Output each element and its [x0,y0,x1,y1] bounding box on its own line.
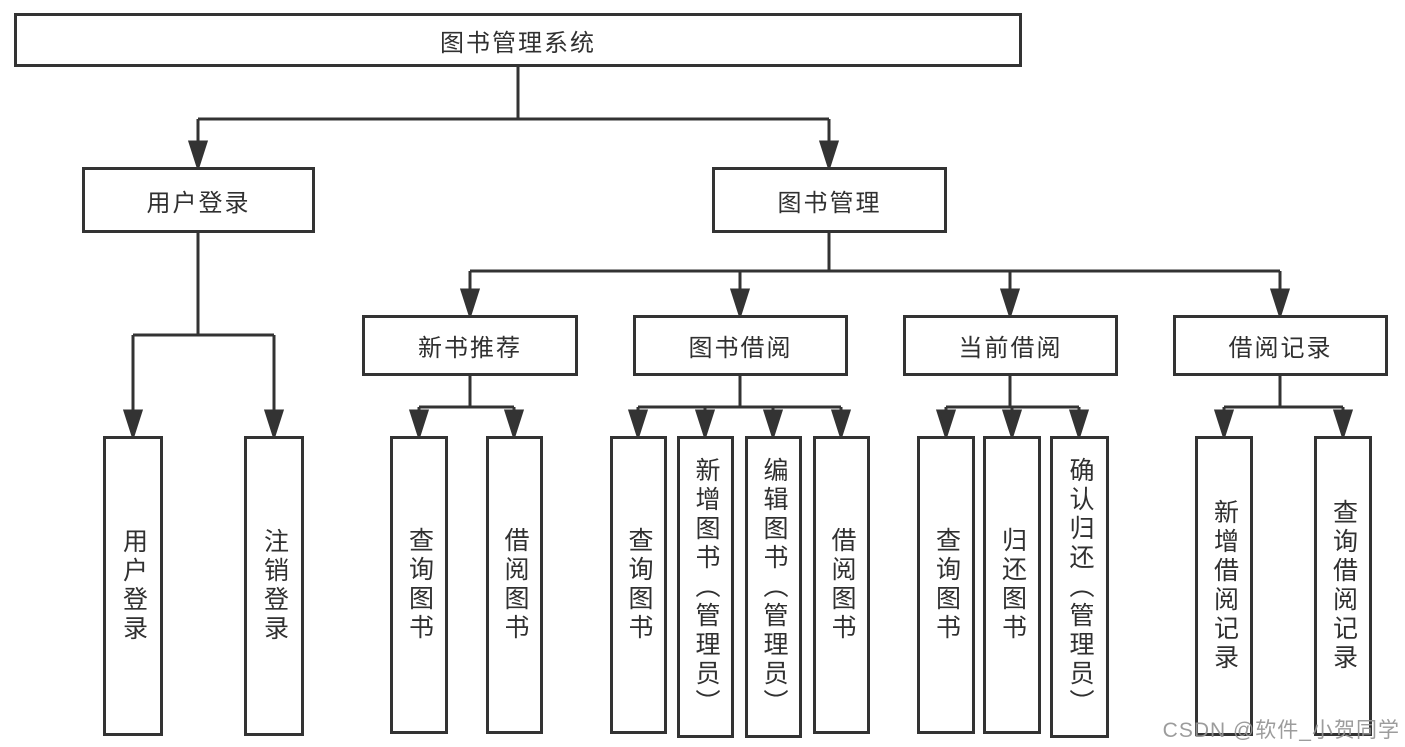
leaf-newbook-query-books: 查询图书 [390,436,448,734]
leaf-newbook-borrow-books: 借阅图书 [486,436,543,734]
connector-root-to-level2 [187,67,840,172]
csdn-watermark: CSDN @软件_小贺同学 [1162,719,1400,742]
leaf-borrowing-query-books: 查询图书 [610,436,667,734]
leaf-user-login: 用户登录 [103,436,163,736]
node-borrowing-records: 借阅记录 [1173,315,1388,376]
leaf-current-query-books: 查询图书 [917,436,975,734]
node-current-borrowing: 当前借阅 [903,315,1118,376]
leaf-borrowing-borrow-books: 借阅图书 [813,436,870,734]
leaf-records-query-record: 查询借阅记录 [1314,436,1372,736]
connector-book-management-to-sections [459,233,1291,320]
leaf-borrowing-add-books-admin: 新增图书（管理员） [677,436,734,738]
leaf-records-add-record: 新增借阅记录 [1195,436,1253,736]
node-new-book-recommendation: 新书推荐 [362,315,578,376]
connector-new-book-to-leaves [408,376,525,441]
node-library-management-system: 图书管理系统 [14,13,1022,67]
leaf-current-confirm-return-admin: 确认归还（管理员） [1050,436,1109,738]
connector-current-borrowing-to-leaves [935,376,1090,441]
connector-borrowing-records-to-leaves [1213,376,1354,441]
connector-book-borrowing-to-leaves [627,376,852,441]
node-book-borrowing: 图书借阅 [633,315,848,376]
leaf-borrowing-edit-books-admin: 编辑图书（管理员） [745,436,802,738]
leaf-current-return-books: 归还图书 [983,436,1041,734]
connector-user-login-to-leaves [122,233,285,441]
node-book-management-branch: 图书管理 [712,167,947,233]
leaf-logout: 注销登录 [244,436,304,736]
node-user-login-branch: 用户登录 [82,167,315,233]
